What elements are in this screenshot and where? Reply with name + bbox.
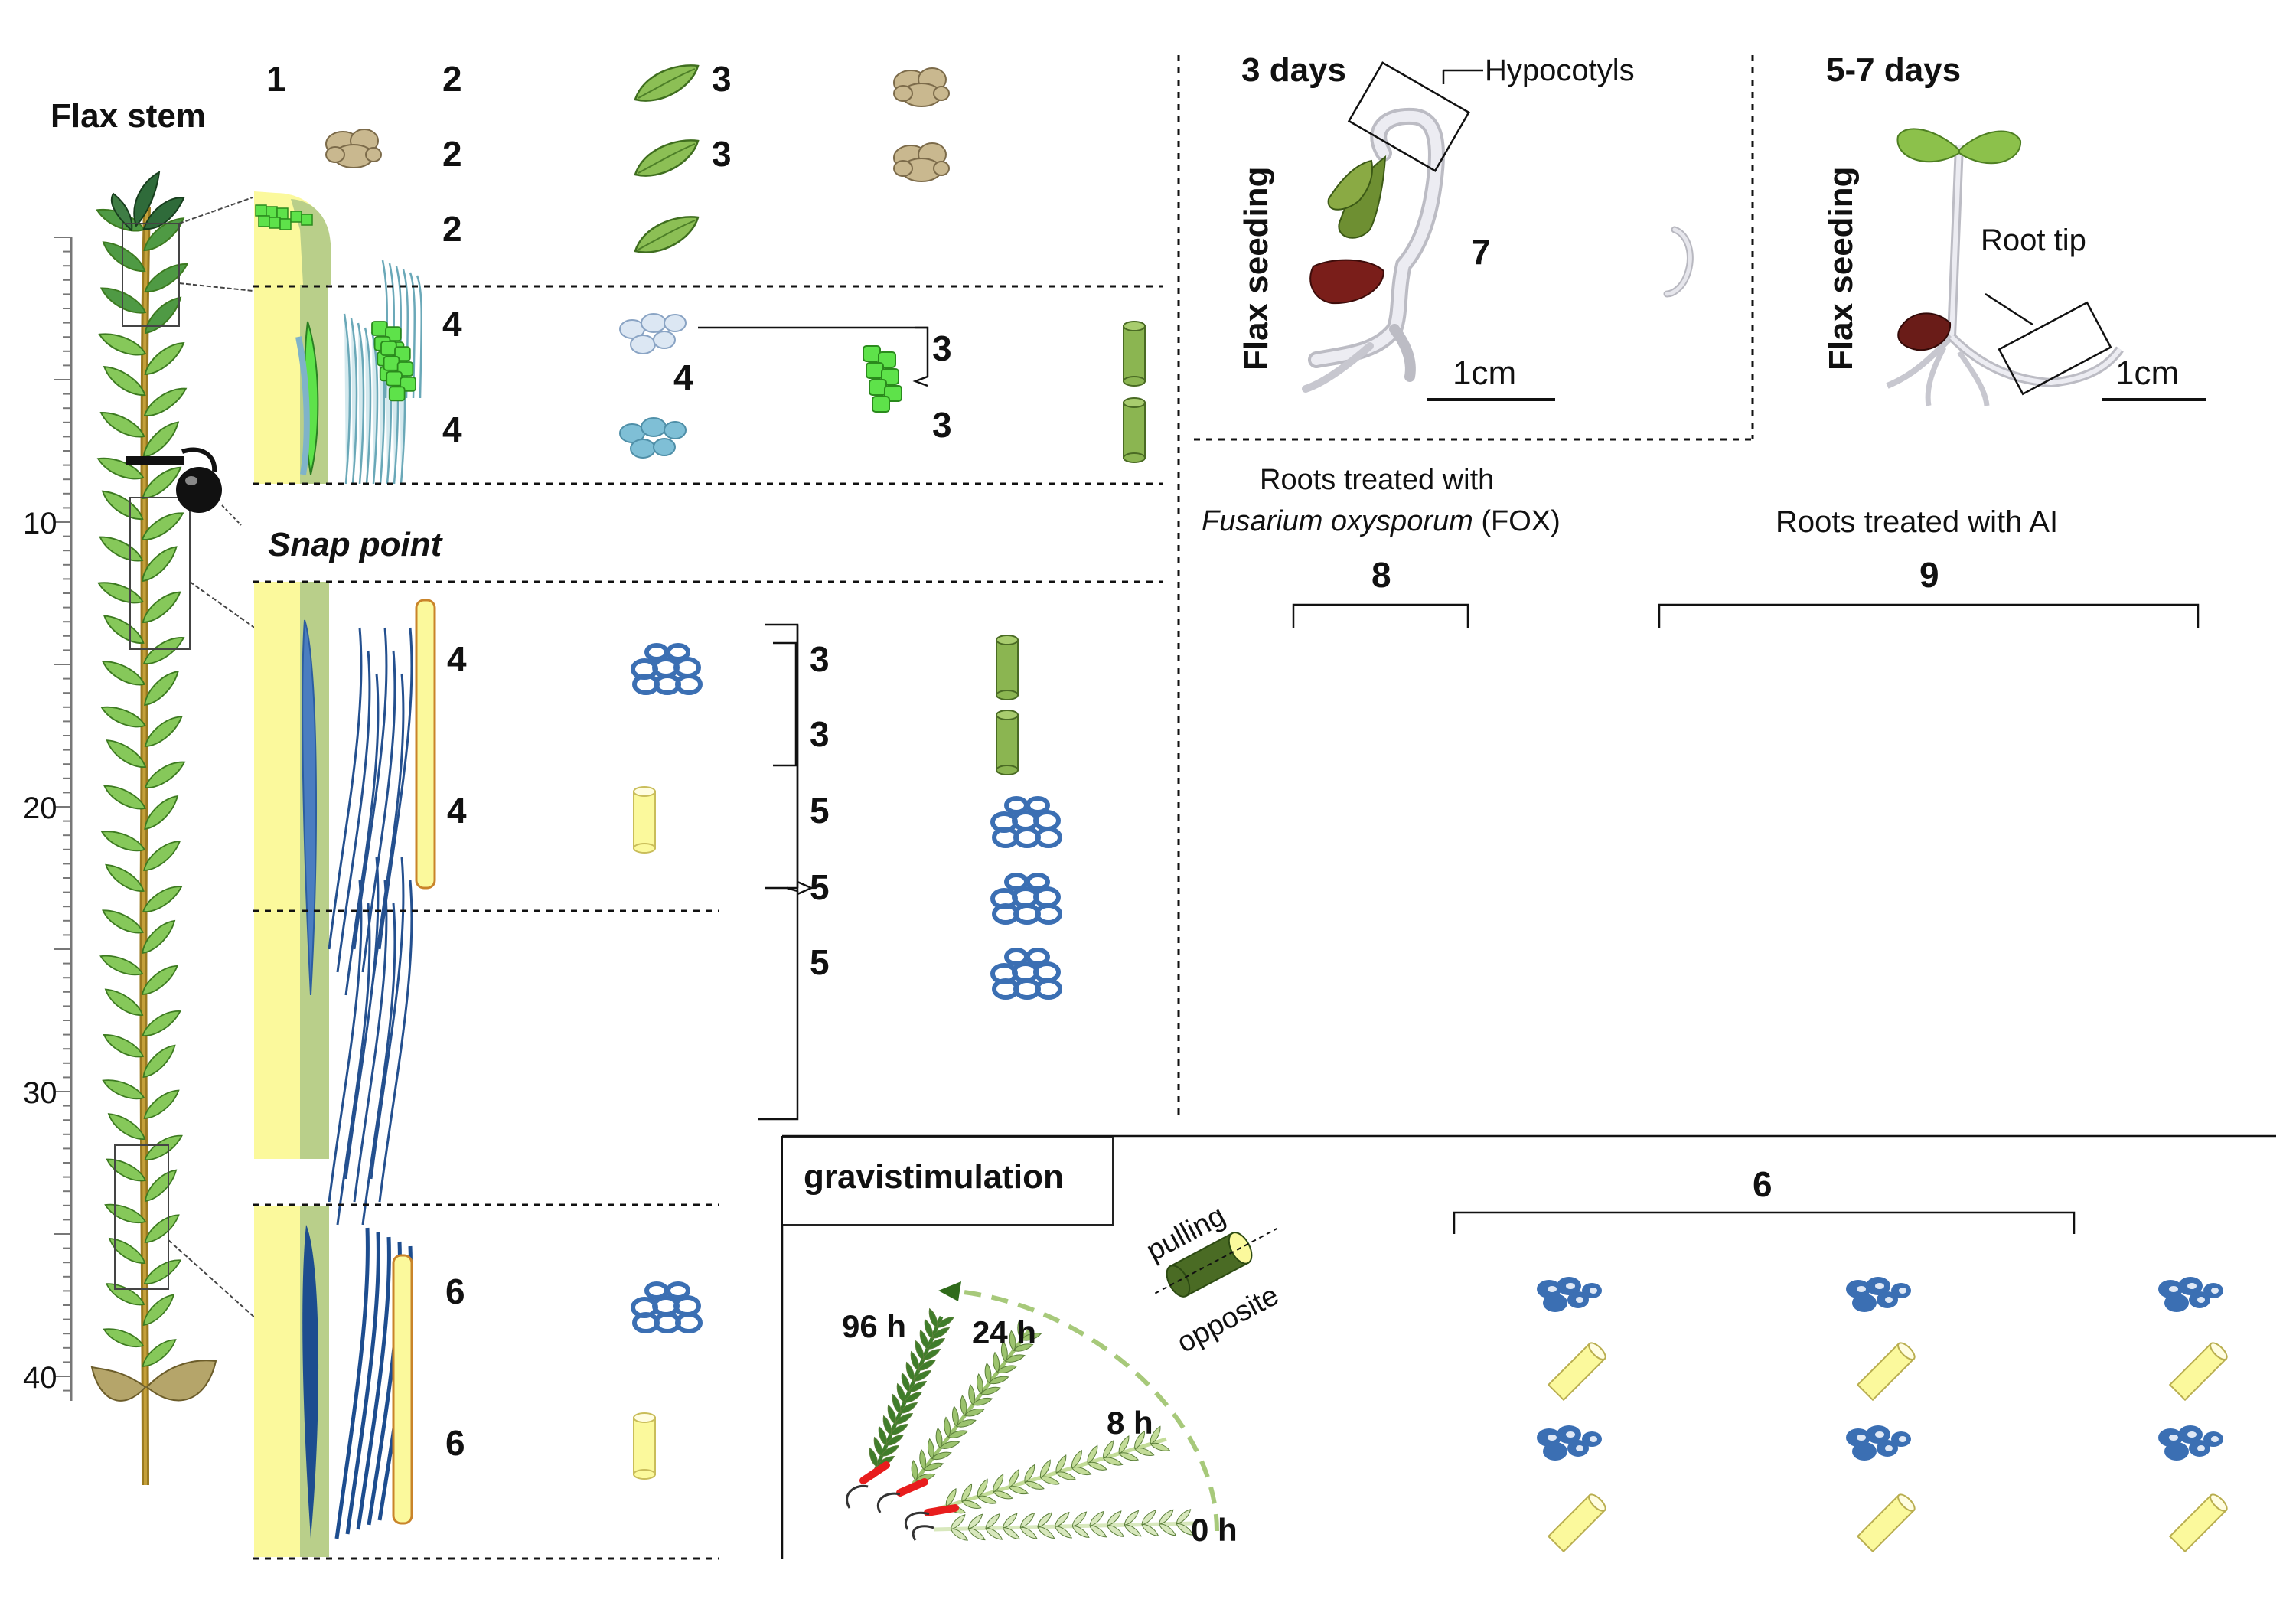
fox-label-line2: Fusarium oxysporum (FOX) [1202,507,1561,536]
step-number: 6 [445,1423,465,1463]
time-label: 0 h [1191,1512,1238,1548]
flax-seeding-side-label: Flax seeding [1822,166,1860,370]
gravistimulation-panel [781,1134,2276,1559]
step-number: 4 [447,791,467,831]
section-strips [254,191,436,1557]
step-number: 3 [810,639,830,679]
ruler-tick-label: 30 [23,1076,57,1110]
step-number: 7 [1471,232,1491,272]
time-label: 8 h [1107,1405,1153,1441]
step-number: 2 [442,209,462,249]
snap-weight-icon [126,447,242,526]
step-number: 9 [1919,555,1939,595]
snap-point-label: Snap point [268,526,442,563]
step-number: 5 [810,942,830,982]
hypocotyls-label: Hypocotyls [1485,54,1635,87]
flax-seeding-side-label: Flax seeding [1238,166,1275,370]
seedling-57days-title: 5-7 days [1826,51,1962,89]
ruler [54,237,73,1401]
scale-bar-label: 1cm [1453,354,1517,392]
flax-plant-illustration [90,171,284,1486]
treatment-brackets [1292,603,2200,1234]
seedling-3days-title: 3 days [1241,51,1346,89]
ruler-tick-label: 40 [23,1361,57,1395]
fox-abbr: (FOX) [1473,505,1561,537]
step-number: 3 [810,714,830,754]
step-number: 3 [712,134,732,174]
step-number: 4 [447,639,467,679]
fox-label-line1: Roots treated with [1260,464,1495,496]
seedling-57days-illustration [1886,128,2206,406]
step-number: 8 [1371,555,1391,595]
step-number: 5 [810,867,830,907]
step-number: 4 [442,410,462,449]
step-number: 3 [932,328,952,368]
step-number: 6 [1753,1164,1773,1204]
seedling-3days-illustration [1302,61,1694,401]
ai-label: Roots treated with AI [1776,505,2059,539]
step-number: 1 [266,59,286,99]
time-label: 96 h [842,1308,907,1344]
step-number: 2 [442,59,462,99]
root-tip-label: Root tip [1981,224,2086,257]
step-number: 3 [932,405,952,445]
icons-bast [633,623,1060,1480]
fox-species: Fusarium oxysporum [1202,505,1473,537]
step-number: 2 [442,134,462,174]
gravistimulation-title: gravistimulation [804,1158,1064,1196]
step-number: 6 [445,1271,465,1311]
ruler-tick-label: 20 [23,792,57,825]
grav-results [1537,1277,2231,1552]
icons-top [325,64,1146,463]
time-label: 24 h [972,1314,1037,1350]
flax-stem-title: Flax stem [51,97,206,135]
scale-bar-label: 1cm [2115,354,2180,392]
step-number: 4 [673,357,693,397]
step-number: 4 [442,304,462,344]
separators [253,55,1754,1560]
gravistimulation-title-box [783,1137,1114,1226]
step-number: 5 [810,791,830,831]
ruler-tick-label: 10 [23,507,57,540]
step-number: 3 [712,59,732,99]
